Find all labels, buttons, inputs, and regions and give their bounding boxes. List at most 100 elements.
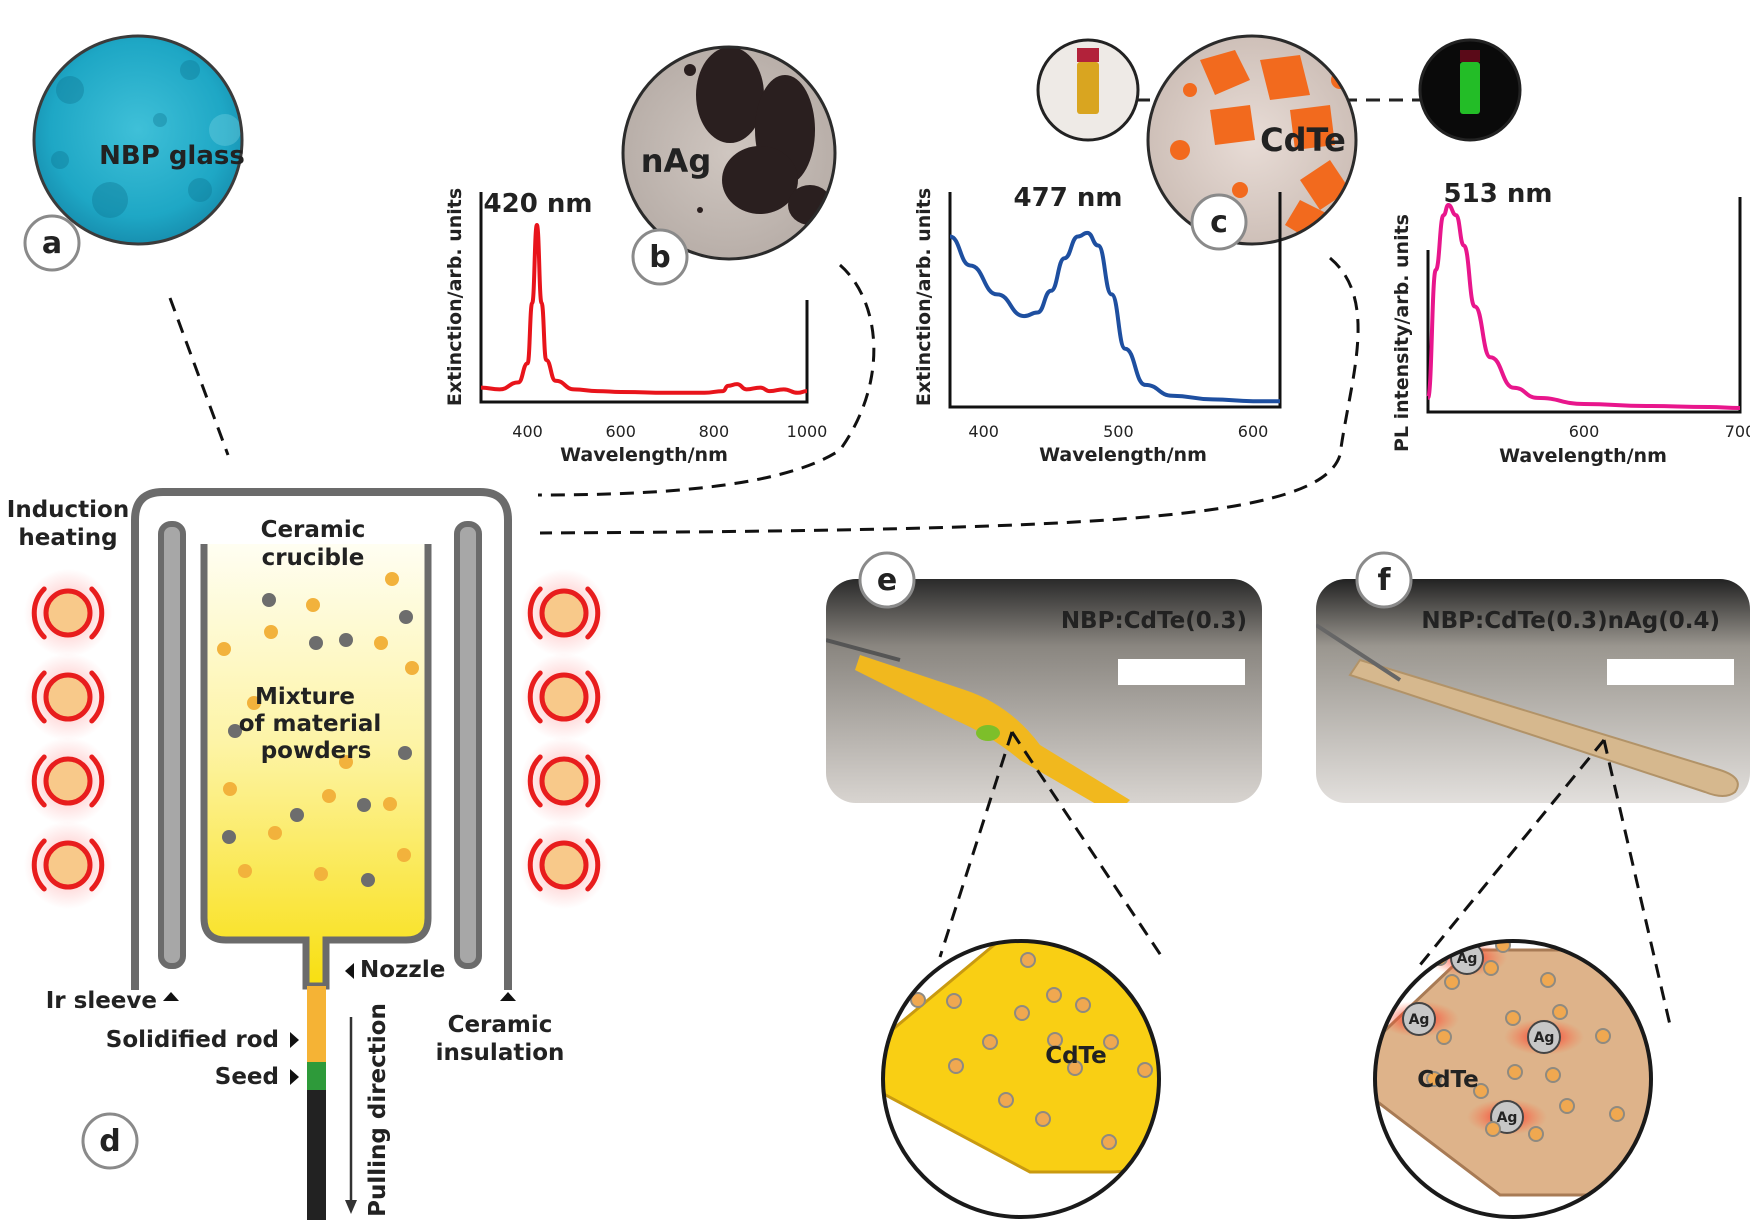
y-axis-label: Extinction/arb. units <box>913 188 935 406</box>
mixture-label-3: powders <box>261 738 372 764</box>
scale-bar-e <box>1118 659 1245 685</box>
x-axis-label: Wavelength/nm <box>560 444 728 466</box>
zoom-e <box>881 939 1161 1219</box>
connector-c <box>539 256 1360 535</box>
axes-frame <box>1426 197 1742 414</box>
rod-pointer <box>290 1032 299 1048</box>
ceramic-insulation <box>131 488 512 990</box>
seed <box>307 1062 326 1090</box>
mixture-label-2: of material <box>239 711 382 737</box>
x-tick-label: 600 <box>605 422 636 441</box>
cdte-dots-e <box>910 952 1153 1150</box>
ag-particle-2 <box>1402 1002 1436 1036</box>
panel-d-letter: d <box>99 1124 120 1159</box>
mixture-label-1: Mixture <box>255 684 355 710</box>
panel-b-badge: b <box>631 228 689 286</box>
solidified-rod-label: Solidified rod <box>106 1027 279 1053</box>
furnace-schematic <box>131 488 516 1220</box>
ceramic-insulation-label-2: insulation <box>436 1040 565 1066</box>
x-axis-label: Wavelength/nm <box>1499 445 1667 467</box>
induction-coils <box>24 569 608 909</box>
insulation-pointer <box>500 992 516 1001</box>
solidified-rod <box>307 986 326 1062</box>
panel-e-badge: e <box>858 551 916 609</box>
ag-label-1: Ag <box>1457 951 1478 967</box>
x-tick-label: 800 <box>699 422 730 441</box>
nbp-glass-label: NBP glass <box>99 141 245 171</box>
cdte-extinction-chart: 477 nm Wavelength/nm Extinction/arb. uni… <box>913 183 1282 466</box>
panel-e-letter: e <box>877 563 897 598</box>
ir-sleeve-right <box>454 521 482 969</box>
x-tick-label: 600 <box>1238 422 1269 441</box>
x-axis-label: Wavelength/nm <box>1039 444 1207 466</box>
ag-particle-3 <box>1527 1020 1561 1054</box>
induction-coil <box>520 737 608 825</box>
panel-f-badge: f <box>1355 551 1413 609</box>
panel-d-badge: d <box>81 1112 139 1170</box>
x-tick-label: 1000 <box>787 422 828 441</box>
seed-holder <box>307 1090 326 1220</box>
series-line <box>949 230 1280 404</box>
induction-coil <box>24 569 112 657</box>
ir-sleeve-label: Ir sleeve <box>46 988 157 1014</box>
seed-label: Seed <box>215 1064 279 1090</box>
photo-e <box>826 579 1262 803</box>
panel-b-letter: b <box>649 240 670 275</box>
photo-f <box>1316 579 1750 803</box>
cdte-pl-chart: 513 nm Wavelength/nm PL intensity/arb. u… <box>1391 179 1750 467</box>
vial-daylight-photo <box>1036 38 1140 142</box>
nozzle-label: Nozzle <box>360 957 445 983</box>
ir-sleeve-left <box>158 521 186 969</box>
ag-label-3: Ag <box>1534 1030 1555 1046</box>
photo-f-title: NBP:CdTe(0.3)nAg(0.4) <box>1421 608 1720 634</box>
axes-frame <box>948 192 1282 409</box>
powder-particles <box>217 572 419 887</box>
scale-bar-f <box>1607 659 1734 685</box>
panel-a-letter: a <box>42 226 62 261</box>
axes-frame <box>479 192 809 404</box>
nag-label: nAg <box>641 142 711 180</box>
nbp-glass-photo <box>32 34 244 246</box>
connector-b <box>537 263 876 497</box>
ag-label-2: Ag <box>1409 1012 1430 1028</box>
ceramic-crucible-label-2: crucible <box>262 545 365 571</box>
x-tick-label: 500 <box>1103 422 1134 441</box>
induction-coil <box>24 821 112 909</box>
vial-uv-photo <box>1418 38 1522 142</box>
peak-label: 420 nm <box>484 189 593 219</box>
connector-a <box>168 297 230 456</box>
cdte-powder-label: CdTe <box>1260 121 1346 159</box>
pulling-direction-label: Pulling direction <box>365 1003 391 1217</box>
x-tick-label: 600 <box>1569 422 1600 441</box>
zoom-lines-f <box>1418 739 1672 1026</box>
panel-f-letter: f <box>1377 563 1391 598</box>
photo-e-title: NBP:CdTe(0.3) <box>1061 608 1247 634</box>
ag-label-4: Ag <box>1497 1110 1518 1126</box>
ceramic-insulation-label-1: Ceramic <box>448 1012 553 1038</box>
induction-coil <box>520 569 608 657</box>
peak-label: 513 nm <box>1444 179 1553 209</box>
zoom-f-cdte-label: CdTe <box>1417 1067 1479 1093</box>
cdte-powder-photo <box>1146 34 1358 246</box>
induction-coil <box>24 653 112 741</box>
series-line <box>480 223 808 395</box>
ir-sleeve-pointer <box>163 992 179 1001</box>
series-line <box>1426 203 1741 410</box>
panel-a-badge: a <box>23 214 81 272</box>
induction-coil <box>520 821 608 909</box>
zoom-f <box>1373 939 1653 1219</box>
nag-powder-photo <box>621 45 837 261</box>
x-tick-label: 700 <box>1725 422 1750 441</box>
seed-pointer <box>290 1069 299 1085</box>
zoom-e-cdte-label: CdTe <box>1045 1043 1107 1069</box>
induction-heating-label-2: heating <box>18 525 117 551</box>
induction-heating-label-1: Induction <box>7 497 129 523</box>
panel-c-badge: c <box>1190 193 1248 251</box>
connector-lines <box>168 256 1360 535</box>
y-axis-label: PL intensity/arb. units <box>1391 214 1413 452</box>
x-tick-label: 400 <box>968 422 999 441</box>
ceramic-crucible-label-1: Ceramic <box>261 517 366 543</box>
nag-extinction-chart: 420 nm Wavelength/nm Extinction/arb. uni… <box>444 188 827 466</box>
x-tick-label: 400 <box>512 422 543 441</box>
